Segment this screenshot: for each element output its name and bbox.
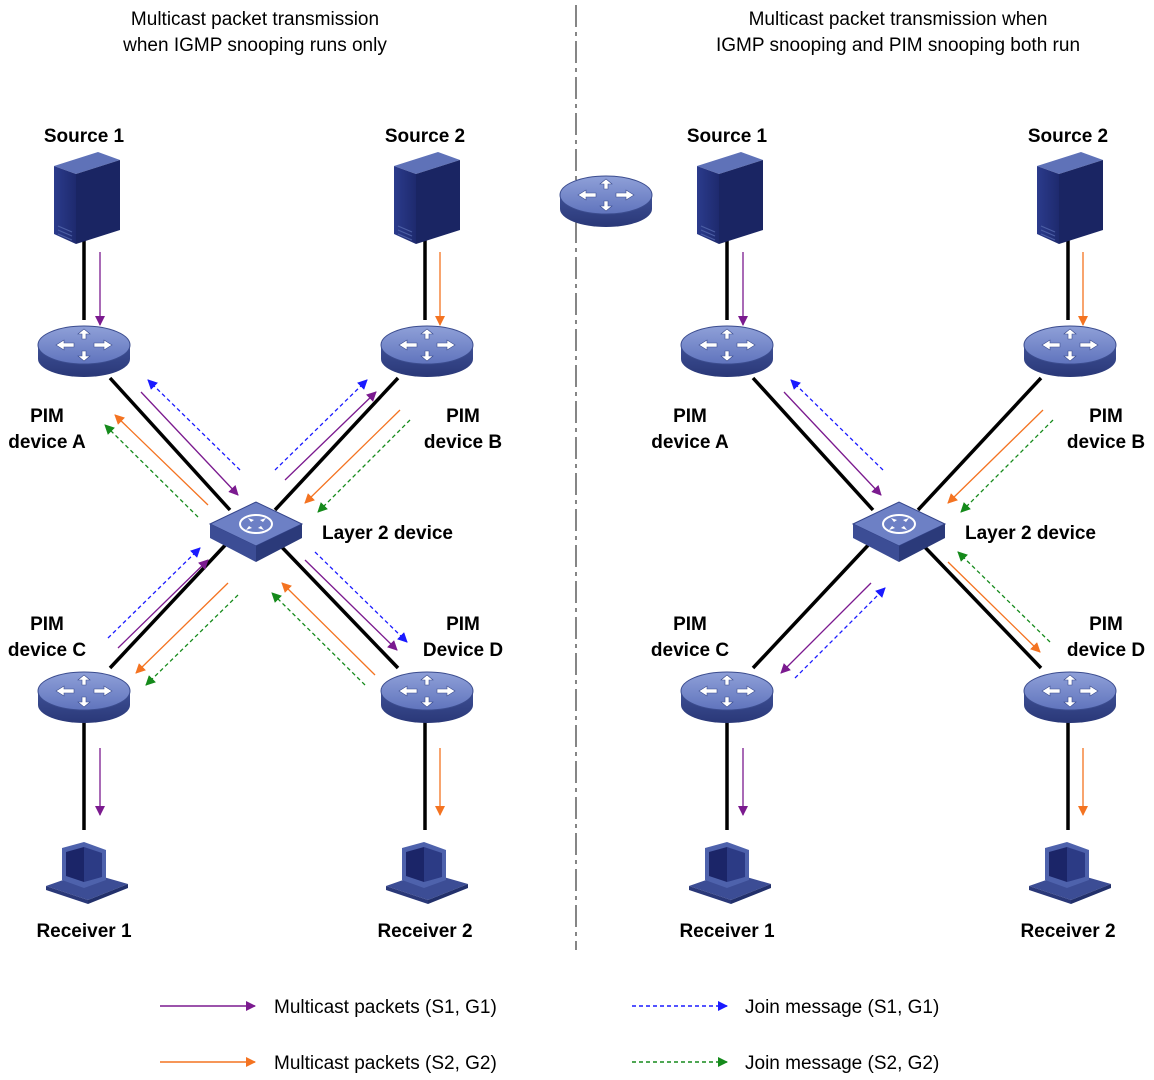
pim-device-d-label: PIM: [1089, 614, 1123, 635]
arrow-mc-s1g1: [783, 391, 882, 496]
legend-mc-s1g1-label: Multicast packets (S1, G1): [274, 997, 497, 1018]
pim-device-b-router-icon: [1023, 325, 1117, 378]
arrow-join-s1g1: [147, 379, 241, 471]
pim-device-c-label: PIM: [30, 614, 64, 635]
arrow-join-s1g1: [274, 379, 368, 471]
receiver-2-label: Receiver 2: [1020, 921, 1115, 942]
receiver-2-host-icon: [1029, 842, 1111, 904]
legend: Multicast packets (S1, G1) Multicast pac…: [160, 997, 939, 1074]
legend-join-s2g2-label: Join message (S2, G2): [745, 1053, 939, 1074]
source-1-label: Source 1: [44, 126, 125, 147]
network-links: [82, 240, 427, 830]
pim-device-d-label-2: device D: [1067, 640, 1145, 661]
receiver-2-host-icon: [386, 842, 468, 904]
pim-device-d-label: PIM: [446, 614, 480, 635]
source-1-server-icon: [696, 151, 764, 245]
arrow-join-s2g2: [104, 424, 199, 518]
arrow-join-s2g2: [317, 419, 411, 513]
pim-device-a-router-icon: [680, 325, 774, 378]
legend-join-s1g1-label: Join message (S1, G1): [745, 997, 939, 1018]
arrow-join-s1g1: [107, 547, 201, 639]
router-icon: [559, 175, 653, 228]
pim-device-a-label-2: device A: [651, 432, 729, 453]
receiver-1-label: Receiver 1: [36, 921, 132, 942]
panel-subtitle: when IGMP snooping runs only: [122, 35, 387, 56]
pim-device-c-router-icon: [37, 671, 131, 724]
arrow-mc-s1g1: [117, 559, 209, 649]
pim-device-d-router-icon: [380, 671, 474, 724]
arrow-join-s1g1: [314, 551, 408, 643]
pim-device-c-router-icon: [680, 671, 774, 724]
pim-device-b-label-2: device B: [424, 432, 502, 453]
flow-arrows: [738, 252, 1088, 816]
layer2-device-label: Layer 2 device: [965, 523, 1096, 544]
arrow-join-s1g1: [794, 587, 886, 679]
pim-device-c-label-2: device C: [651, 640, 729, 661]
receiver-1-label: Receiver 1: [679, 921, 775, 942]
source-2-label: Source 2: [1028, 126, 1108, 147]
source-2-server-icon: [393, 151, 461, 245]
arrow-mc-s1g1: [304, 559, 398, 651]
pim-device-a-label-2: device A: [8, 432, 86, 453]
pim-device-b-label-2: device B: [1067, 432, 1145, 453]
receiver-2-label: Receiver 2: [377, 921, 472, 942]
pim-device-a-label: PIM: [30, 406, 64, 427]
pim-device-c-label-2: device C: [8, 640, 86, 661]
arrow-mc-s2g2: [135, 582, 229, 674]
legend-mc-s2g2-label: Multicast packets (S2, G2): [274, 1053, 497, 1074]
arrow-mc-s1g1: [140, 391, 239, 496]
panel-subtitle: IGMP snooping and PIM snooping both run: [716, 35, 1080, 56]
arrow-join-s2g2: [271, 592, 366, 686]
pim-device-b-label: PIM: [1089, 406, 1123, 427]
pim-device-a-label: PIM: [673, 406, 707, 427]
layer2-device-label: Layer 2 device: [322, 523, 453, 544]
pim-device-b-label: PIM: [446, 406, 480, 427]
arrow-mc-s2g2: [947, 409, 1044, 504]
receiver-1-host-icon: [46, 842, 128, 904]
panel-right: Multicast packet transmission when IGMP …: [651, 9, 1145, 942]
source-1-label: Source 1: [687, 126, 768, 147]
arrow-mc-s2g2: [281, 582, 376, 676]
flow-arrows: [95, 252, 445, 816]
pim-device-c-label: PIM: [673, 614, 707, 635]
receiver-1-host-icon: [689, 842, 771, 904]
arrow-mc-s2g2: [947, 561, 1041, 653]
arrow-join-s2g2: [960, 419, 1054, 513]
arrow-join-s2g2: [145, 594, 239, 686]
source-2-label: Source 2: [385, 126, 465, 147]
pim-device-a-router-icon: [37, 325, 131, 378]
network-links: [725, 240, 1070, 830]
source-2-server-icon: [1036, 151, 1104, 245]
panel-left: Multicast packet transmission when IGMP …: [8, 9, 503, 942]
pim-device-b-router-icon: [380, 325, 474, 378]
arrow-mc-s1g1: [780, 582, 872, 674]
arrow-mc-s2g2: [304, 409, 401, 504]
pim-device-d-router-icon: [1023, 671, 1117, 724]
source-1-server-icon: [53, 151, 121, 245]
panel-title: Multicast packet transmission: [131, 9, 379, 30]
panel-title: Multicast packet transmission when: [749, 9, 1048, 30]
arrow-join-s2g2: [957, 551, 1051, 643]
arrow-mc-s1g1: [284, 391, 377, 481]
pim-device-d-label-2: Device D: [423, 640, 503, 661]
arrow-join-s1g1: [790, 379, 884, 471]
arrow-mc-s2g2: [114, 414, 209, 506]
